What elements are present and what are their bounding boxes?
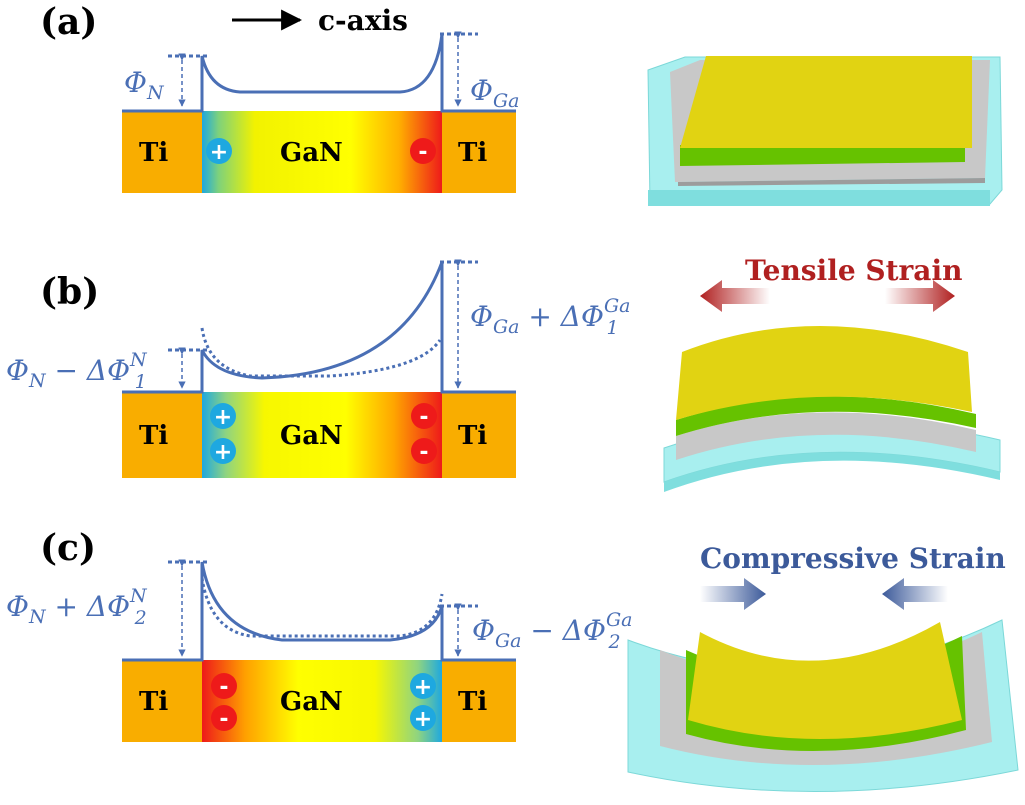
charge-symbol: + [214,440,232,465]
charge-symbol: + [210,140,228,165]
left-barrier-label: ΦN [124,66,165,104]
charge-symbol: + [414,675,432,700]
charges-right: - - [411,403,437,465]
negative-charge [211,705,237,731]
negative-charge [410,138,436,164]
substrate-edge [664,452,1000,492]
band-diagram-curve [122,261,516,394]
panel-label-c: (c) [40,527,96,569]
ti-left-label: Ti [139,421,168,451]
band-diagram-curve [122,561,516,662]
charge-symbol: - [419,440,428,465]
tensile-arrow-right [885,280,955,312]
positive-charge [210,403,236,429]
ti-left-block [122,392,202,478]
tensile-device [663,326,1001,492]
film-top [688,622,962,739]
interlayer [680,145,965,166]
ti-right-label: Ti [458,138,487,168]
band-diagram-curve [122,33,516,113]
c-axis-label: c-axis [318,4,408,37]
unstrained-band-dashed [200,577,444,638]
electrode-edge [678,178,985,186]
positive-charge [410,673,436,699]
ti-left-block [122,660,202,742]
ti-right-label: Ti [458,421,487,451]
charges-left: + [206,138,232,165]
film-top [676,326,972,420]
positive-charge [206,138,232,164]
charges-left: + + [210,403,236,465]
gan-label: GaN [280,138,343,168]
gan-label: GaN [280,687,343,717]
compressive-device [627,619,1019,792]
positive-charge [410,705,436,731]
electrode-layer [676,412,976,460]
charge-symbol: - [418,140,427,165]
ti-right-block [442,111,516,193]
compressive-arrow-right [882,578,948,610]
tensile-strain-label: Tensile Strain [745,254,962,287]
interlayer [676,396,976,436]
right-barrier-label: ΦGa [470,74,519,112]
compressive-arrow-left [700,578,766,610]
ti-left-label: Ti [139,138,168,168]
panel-label-b: (b) [40,271,99,313]
charges-right: - [410,138,436,165]
film-top [680,56,972,148]
negative-charge [211,673,237,699]
gan-block [202,111,442,193]
charges-right: + + [410,673,436,732]
unstrained-device [647,56,1003,206]
charge-symbol: - [419,405,428,430]
ti-left-block [122,111,202,193]
negative-charge [411,438,437,464]
charge-symbol: + [214,405,232,430]
charges-left: - - [211,673,237,732]
gan-block [202,392,442,478]
ti-left-label: Ti [139,687,168,717]
compressive-strain-label: Compressive Strain [700,542,1006,575]
negative-charge [411,403,437,429]
charge-symbol: - [219,675,228,700]
tensile-arrow-left [700,280,770,312]
substrate-edge [648,190,990,206]
ti-right-block [442,660,516,742]
panel-a: (a) c-axis Ti GaN Ti + - ΦN ΦGa [40,1,1003,206]
ti-right-block [442,392,516,478]
charge-symbol: + [414,707,432,732]
panel-label-a: (a) [40,1,97,43]
gan-block [202,660,442,742]
positive-charge [210,438,236,464]
ti-right-label: Ti [458,687,487,717]
charge-symbol: - [219,707,228,732]
gan-label: GaN [280,421,343,451]
